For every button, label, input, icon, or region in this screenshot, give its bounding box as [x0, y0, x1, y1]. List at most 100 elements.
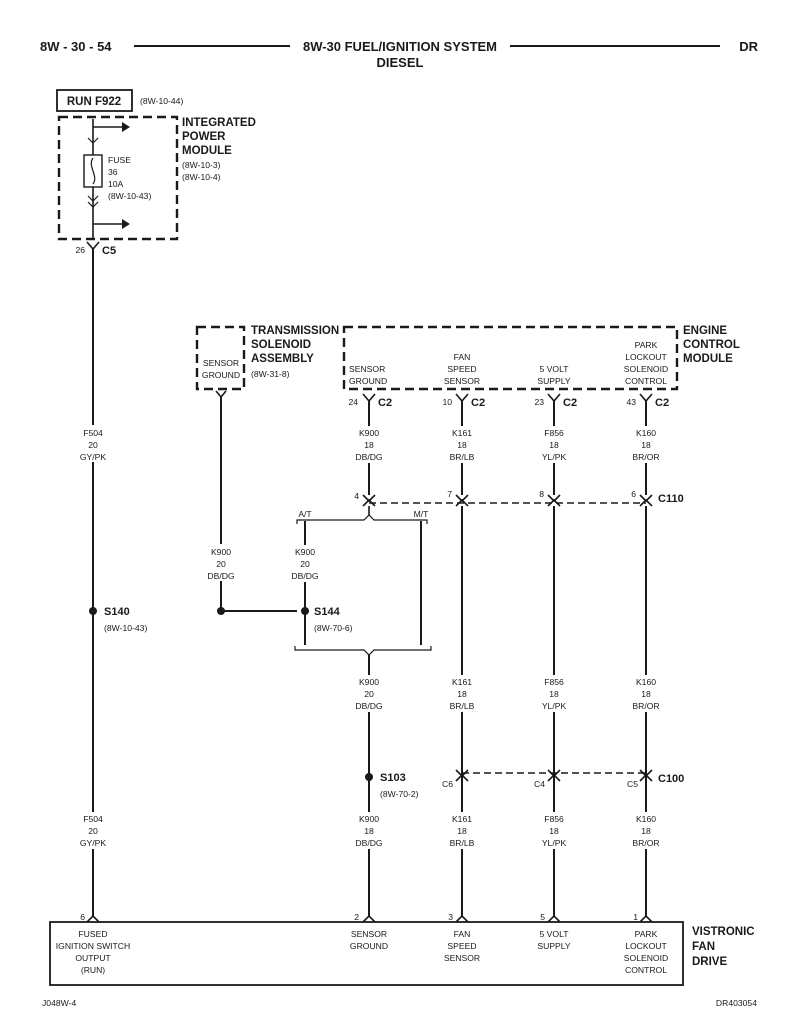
wire-label: BR/LB	[450, 701, 475, 711]
label-bg	[537, 426, 571, 463]
ecm-pin-label: SOLENOID	[624, 364, 668, 374]
label-bg	[629, 426, 663, 463]
tsa-title-2: SOLENOID	[251, 339, 311, 351]
ecm-box	[342, 325, 679, 391]
wire-label: 20	[88, 440, 98, 450]
wire-label: BR/LB	[450, 452, 475, 462]
wire-label: 18	[457, 440, 467, 450]
connector-symbol-icon	[455, 914, 469, 923]
ipm-box	[57, 115, 179, 241]
arrow-right-icon	[122, 122, 130, 132]
run-box	[56, 89, 133, 112]
connector-symbol-icon	[362, 393, 376, 403]
connector-symbol-icon	[547, 914, 561, 923]
wire-label: K900	[359, 814, 379, 824]
vfd-pin-label: IGNITION SWITCH	[56, 941, 130, 951]
ipm-title-1: INTEGRATED	[182, 117, 256, 129]
ecm-title-3: MODULE	[683, 353, 733, 365]
vfd-pin: 1	[633, 912, 638, 922]
ecm-pin-label: PARK	[635, 340, 658, 350]
splice-s103-name: S103	[380, 772, 406, 784]
vfd-pin: 3	[448, 912, 453, 922]
splice-s140-ref: (8W-10-43)	[104, 623, 147, 633]
wire-label: DB/DG	[207, 571, 235, 581]
connector-symbol-icon	[455, 773, 469, 782]
vfd-pin-label: OUTPUT	[75, 953, 111, 963]
transmission-solenoid-assembly: SENSOR GROUND TRANSMISSION SOLENOID ASSE…	[195, 325, 339, 399]
label-bg	[352, 426, 386, 463]
label-bg	[74, 425, 112, 462]
fuse-element-icon	[90, 157, 96, 185]
connector-symbol-icon	[362, 914, 376, 923]
fuse-rating: 10A	[108, 179, 124, 189]
vfd-pin-label: SUPPLY	[537, 941, 571, 951]
integrated-power-module: INTEGRATED POWER MODULE (8W-10-3) (8W-10…	[57, 115, 256, 257]
ecm-pin-number: 23	[534, 397, 544, 407]
ecm-pin-label: SPEED	[447, 364, 476, 374]
bracket-top	[296, 514, 428, 524]
label-bg	[537, 675, 571, 712]
wire-label: K900	[295, 547, 315, 557]
wire-label: GY/PK	[80, 452, 107, 462]
wire-label: F856	[544, 428, 564, 438]
wire-label: BR/OR	[632, 838, 659, 848]
connector-symbol-icon	[215, 390, 227, 399]
engine-control-module: ENGINE CONTROL MODULE SENSOR GROUND FAN …	[342, 325, 740, 409]
splice-s140	[89, 607, 97, 615]
header-model: DR	[739, 39, 758, 54]
ecm-conn-name: C2	[471, 397, 485, 409]
ecm-conn-name: C2	[655, 397, 669, 409]
wire-label: F856	[544, 814, 564, 824]
tsa-ref: (8W-31-8)	[251, 369, 290, 379]
chevron-down-icon	[87, 201, 99, 208]
vistronic-fan-drive: VISTRONIC FAN DRIVE 6 2 3 5 1 FUSED IGNI…	[49, 912, 755, 986]
wire-label: DB/DG	[355, 452, 383, 462]
connector-symbol-icon	[86, 914, 100, 923]
ecm-pin-label: SUPPLY	[537, 376, 571, 386]
chevron-down-icon	[87, 195, 99, 202]
header-title: 8W-30 FUEL/IGNITION SYSTEM	[303, 39, 497, 54]
vfd-pin-label: SENSOR	[444, 953, 480, 963]
vfd-title-2: FAN	[692, 941, 715, 953]
vfd-pin-label: (RUN)	[81, 965, 105, 975]
vfd-pin-label: FAN	[454, 929, 471, 939]
ecm-pin-number: 43	[626, 397, 636, 407]
ecm-pin-label: CONTROL	[625, 376, 667, 386]
wire-label: K900	[211, 547, 231, 557]
wire-label: K161	[452, 814, 472, 824]
wire-label: BR/OR	[632, 452, 659, 462]
wire-label: DB/DG	[355, 838, 383, 848]
ecm-pin-label: GROUND	[349, 376, 387, 386]
vfd-pin-label: PARK	[635, 929, 658, 939]
ecm-wire-labels: K900 18 DB/DG K161 18 BR/LB F856 18 YL/P…	[352, 426, 663, 463]
vfd-pin-label: FUSED	[78, 929, 107, 939]
bracket-bottom	[294, 646, 432, 656]
vfd-pin-label: GROUND	[350, 941, 388, 951]
splice-s140-name: S140	[104, 606, 130, 618]
c100-pin: C6	[442, 779, 453, 789]
wire-label: 20	[300, 559, 310, 569]
arrow-right-icon	[122, 219, 130, 229]
label-bg	[74, 812, 112, 849]
tsa-inner-1: SENSOR	[203, 358, 239, 368]
vfd-pin: 5	[540, 912, 545, 922]
connector-symbol-icon	[362, 498, 376, 507]
ecm-conn-name: C2	[378, 397, 392, 409]
c110-name: C110	[658, 493, 684, 505]
connector-c100: C6 C4 C5 C100	[442, 769, 684, 789]
vfd-pin: 6	[80, 912, 85, 922]
wire-label: 18	[364, 440, 374, 450]
run-label: RUN F922	[67, 96, 121, 108]
connector-symbol-icon	[86, 241, 100, 251]
vfd-pin-label: SENSOR	[351, 929, 387, 939]
c100-name: C100	[658, 773, 684, 785]
wire-label: 18	[549, 826, 559, 836]
wire-label: K900	[359, 428, 379, 438]
ecm-title-1: ENGINE	[683, 325, 727, 337]
ipm-ref-1: (8W-10-3)	[182, 160, 221, 170]
wire-label: DB/DG	[291, 571, 319, 581]
wire-label: K900	[359, 677, 379, 687]
wire-label: 18	[364, 826, 374, 836]
splice-s144-name: S144	[314, 606, 341, 618]
